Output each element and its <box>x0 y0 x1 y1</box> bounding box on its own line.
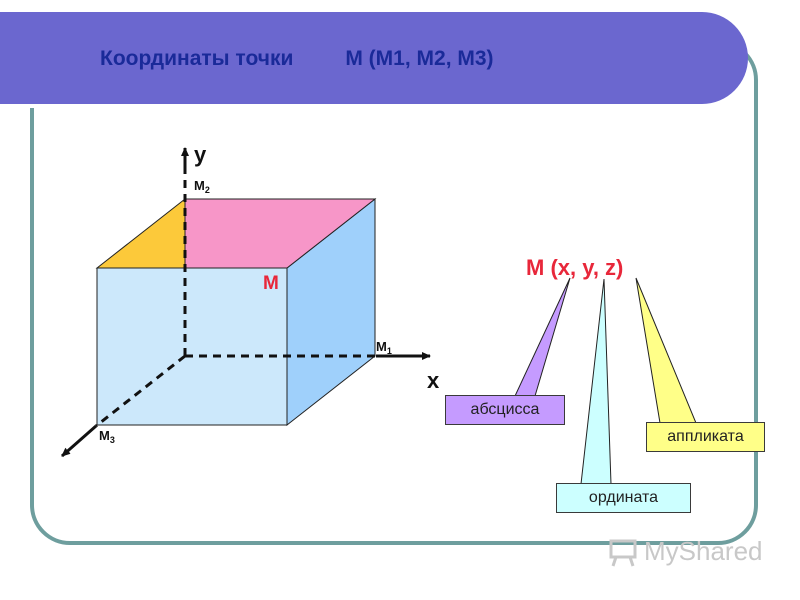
ordinate-callout: ордината <box>556 483 691 513</box>
title-part-2: M (M1, M2, M3) <box>345 47 494 70</box>
ordinate-pointer <box>580 278 612 485</box>
m2-sub: 2 <box>205 185 210 195</box>
point-m-label: M <box>263 273 279 294</box>
m3-sub: 3 <box>110 435 115 445</box>
m2-base: M <box>194 178 205 193</box>
page-title: Координаты точки M (M1, M2, M3) <box>100 47 494 71</box>
applicate-callout: аппликата <box>646 422 765 452</box>
presentation-board-icon <box>609 539 637 566</box>
abscissa-pointer <box>514 277 571 397</box>
z-axis-arrow <box>61 424 97 458</box>
title-underline <box>0 104 708 108</box>
applicate-pointer <box>635 277 697 424</box>
m3-label: M3 <box>99 428 115 445</box>
point-formula: M (x, y, z) <box>526 255 623 280</box>
m2-label: M2 <box>194 178 210 195</box>
m1-label: M1 <box>376 339 392 356</box>
axis-y-label: y <box>194 142 207 167</box>
cube-top-face-left <box>95 197 186 269</box>
m3-base: M <box>99 428 110 443</box>
title-banner <box>0 12 748 104</box>
m1-sub: 1 <box>387 346 392 356</box>
title-part-1: Координаты точки <box>100 47 294 70</box>
z-axis-dashed <box>95 354 186 428</box>
axis-x-label: x <box>427 368 440 393</box>
abscissa-callout: абсцисса <box>445 395 565 425</box>
m1-base: M <box>376 339 387 354</box>
cube-top-face-right <box>184 198 377 269</box>
myshared-logo: MyShared <box>608 536 763 567</box>
logo-text: MyShared <box>644 536 763 566</box>
